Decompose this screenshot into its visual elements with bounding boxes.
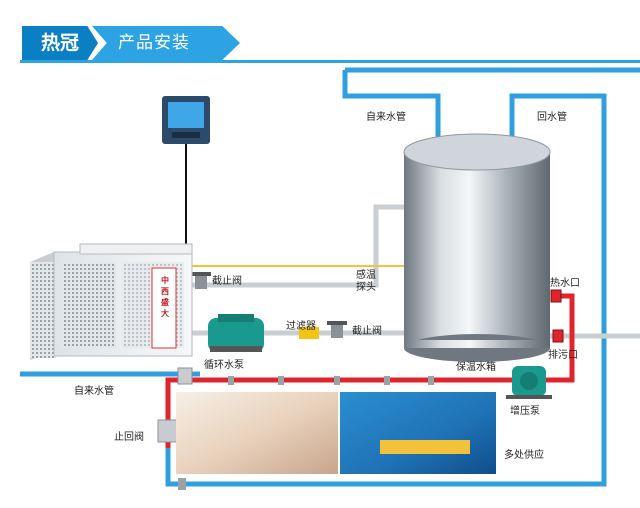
label-stop-valve-upper: 截止阀	[212, 276, 242, 287]
pool-photo	[340, 392, 496, 474]
label-check-valve: 止回阀	[114, 432, 144, 443]
brand-logo: 热冠	[22, 26, 98, 60]
hot-pipe-joints	[157, 367, 434, 490]
label-multi-supply: 多处供应	[504, 450, 544, 461]
label-circulation-pump: 循环水泵	[204, 360, 244, 371]
unit-brand-text: 中西盛大	[161, 276, 169, 318]
page-header: 热冠 产品安装	[0, 0, 640, 63]
section-tab[interactable]: 产品安装	[92, 26, 240, 60]
label-tap-water-left: 自来水管	[74, 386, 114, 397]
pool-photo-float	[380, 440, 470, 454]
label-hot-water-outlet: 热水口	[550, 278, 580, 289]
booster-pump-icon[interactable]	[506, 366, 552, 399]
label-tap-water-top: 自来水管	[366, 112, 406, 123]
insulated-water-tank	[403, 133, 551, 362]
spa-photo	[176, 392, 338, 474]
wired-controller[interactable]	[162, 96, 210, 144]
drain-valve-icon[interactable]	[552, 329, 564, 343]
heat-pump-unit	[30, 243, 193, 360]
cold-water-pipes	[20, 67, 640, 487]
label-stop-valve-lower: 截止阀	[352, 326, 382, 337]
circulation-pump-icon[interactable]	[208, 314, 264, 352]
label-insulated-tank: 保温水箱	[456, 362, 496, 373]
label-return-pipe: 回水管	[537, 112, 567, 123]
label-filter: 过滤器	[286, 321, 316, 332]
label-booster-pump: 增压泵	[510, 406, 540, 417]
hot-outlet-valve-icon[interactable]	[550, 289, 562, 303]
label-temp-probe: 感温 探头	[356, 270, 376, 293]
filter-body	[299, 327, 319, 339]
label-drain-outlet: 排污口	[548, 350, 578, 361]
stop-valve-upper-icon[interactable]	[191, 272, 211, 289]
stop-valve-lower-icon[interactable]	[327, 321, 347, 338]
header-rule	[20, 60, 640, 63]
